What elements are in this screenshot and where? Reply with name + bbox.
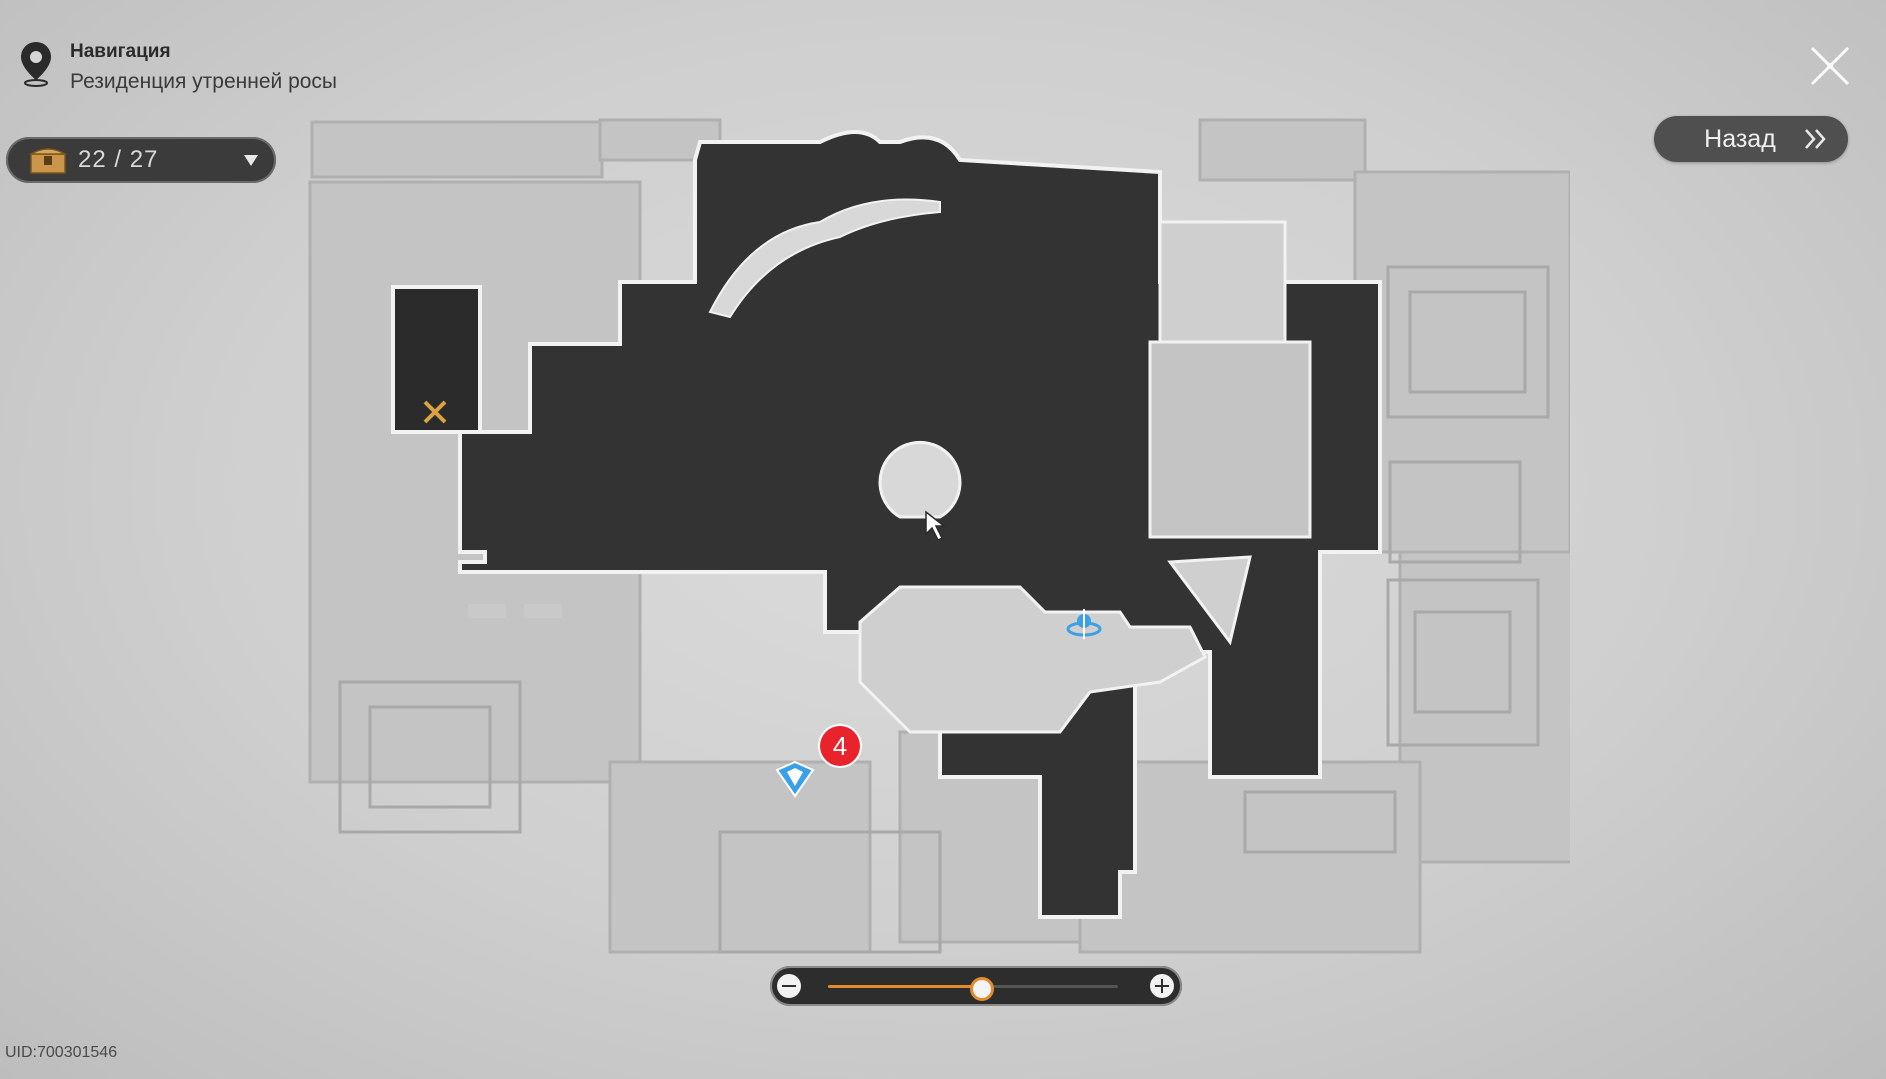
treasure-count: 22 / 27 [78,146,159,173]
zoom-slider-handle[interactable] [969,977,994,1001]
close-icon[interactable] [1808,44,1852,88]
teleport-marker-icon[interactable] [1066,609,1102,639]
zoom-out-button[interactable] [777,974,801,998]
player-marker-icon [775,760,815,798]
area-map[interactable] [300,112,1570,1012]
treasure-chest-icon [30,148,66,174]
map-count-badge[interactable]: 4 [820,726,860,766]
zoom-slider-fill [828,985,982,988]
quest-marker-icon[interactable] [419,396,451,428]
location-pin-icon [21,42,51,87]
navigation-header: Навигация Резиденция утренней росы [18,40,337,98]
back-button[interactable]: Назад [1654,116,1848,162]
cursor-icon [925,510,947,542]
location-name: Резиденция утренней росы [70,70,338,93]
back-button-label: Назад [1704,124,1776,153]
badge-count: 4 [832,730,848,761]
player-uid: UID:700301546 [5,1044,118,1061]
zoom-in-button[interactable] [1150,974,1174,998]
chevron-down-icon [244,154,258,166]
page-title: Навигация [70,41,171,62]
zoom-slider-track[interactable] [828,977,1118,1001]
double-chevron-right-icon [1805,129,1826,149]
zoom-control [770,966,1182,1006]
treasure-counter-dropdown[interactable]: 22 / 27 [6,137,276,183]
